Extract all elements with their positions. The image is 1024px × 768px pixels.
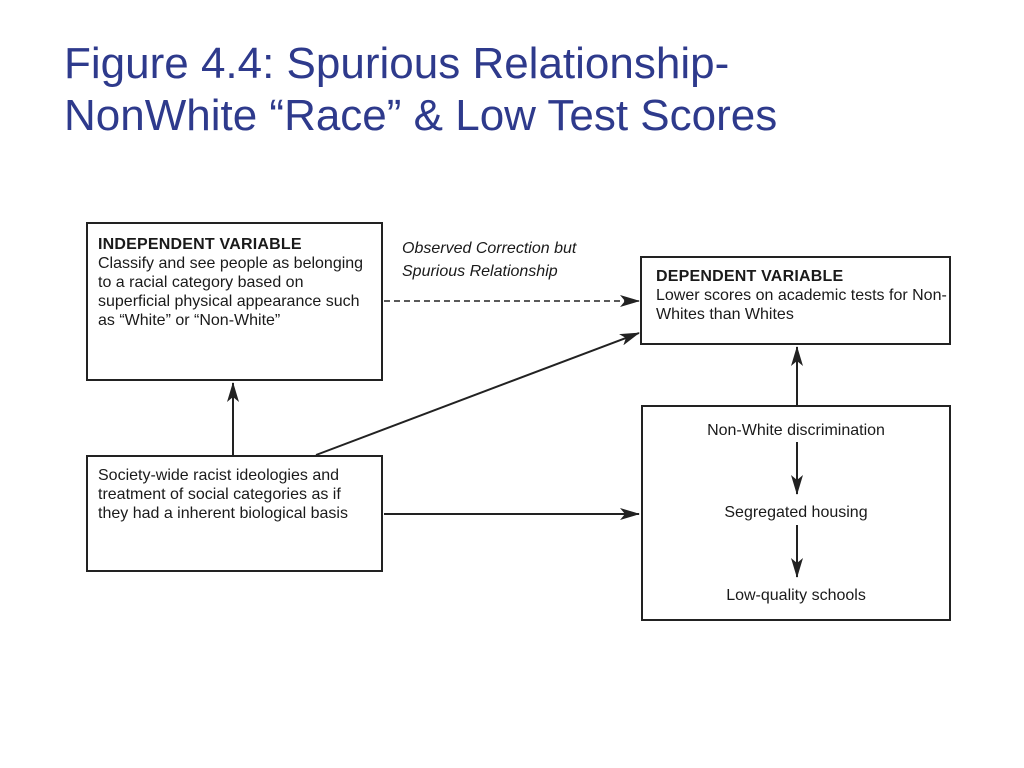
spurious-caption-line-2: Spurious Relationship [402,263,558,280]
independent-variable-heading: INDEPENDENT VARIABLE [98,236,302,253]
dependent-variable-box: DEPENDENT VARIABLE Lower scores on acade… [640,256,951,345]
dependent-variable-heading: DEPENDENT VARIABLE [656,268,844,285]
mechanism-step-discrimination: Non-White discrimination [707,422,885,439]
independent-variable-box: INDEPENDENT VARIABLE Classify and see pe… [86,222,383,381]
mechanism-step-schools: Low-quality schools [726,587,866,604]
spurious-caption-line-1: Observed Correction but [402,240,577,257]
spurious-relationship-caption: Observed Correction but Spurious Relatio… [402,237,576,283]
slide-title-line-1: Figure 4.4: Spurious Relationship- [64,39,730,88]
mechanism-step-housing: Segregated housing [724,504,868,521]
independent-variable-text: Classify and see people as belonging to … [98,255,364,329]
mechanism-box: Non-White discrimination Segregated hous… [641,405,951,621]
common-cause-box: Society-wide racist ideologies and treat… [86,455,383,572]
common-cause-text: Society-wide racist ideologies and treat… [98,467,348,522]
slide-title: Figure 4.4: Spurious Relationship- NonWh… [64,38,984,142]
slide-title-line-2: NonWhite “Race” & Low Test Scores [64,91,778,140]
dependent-variable-text: Lower scores on academic tests for Non-W… [656,287,947,323]
